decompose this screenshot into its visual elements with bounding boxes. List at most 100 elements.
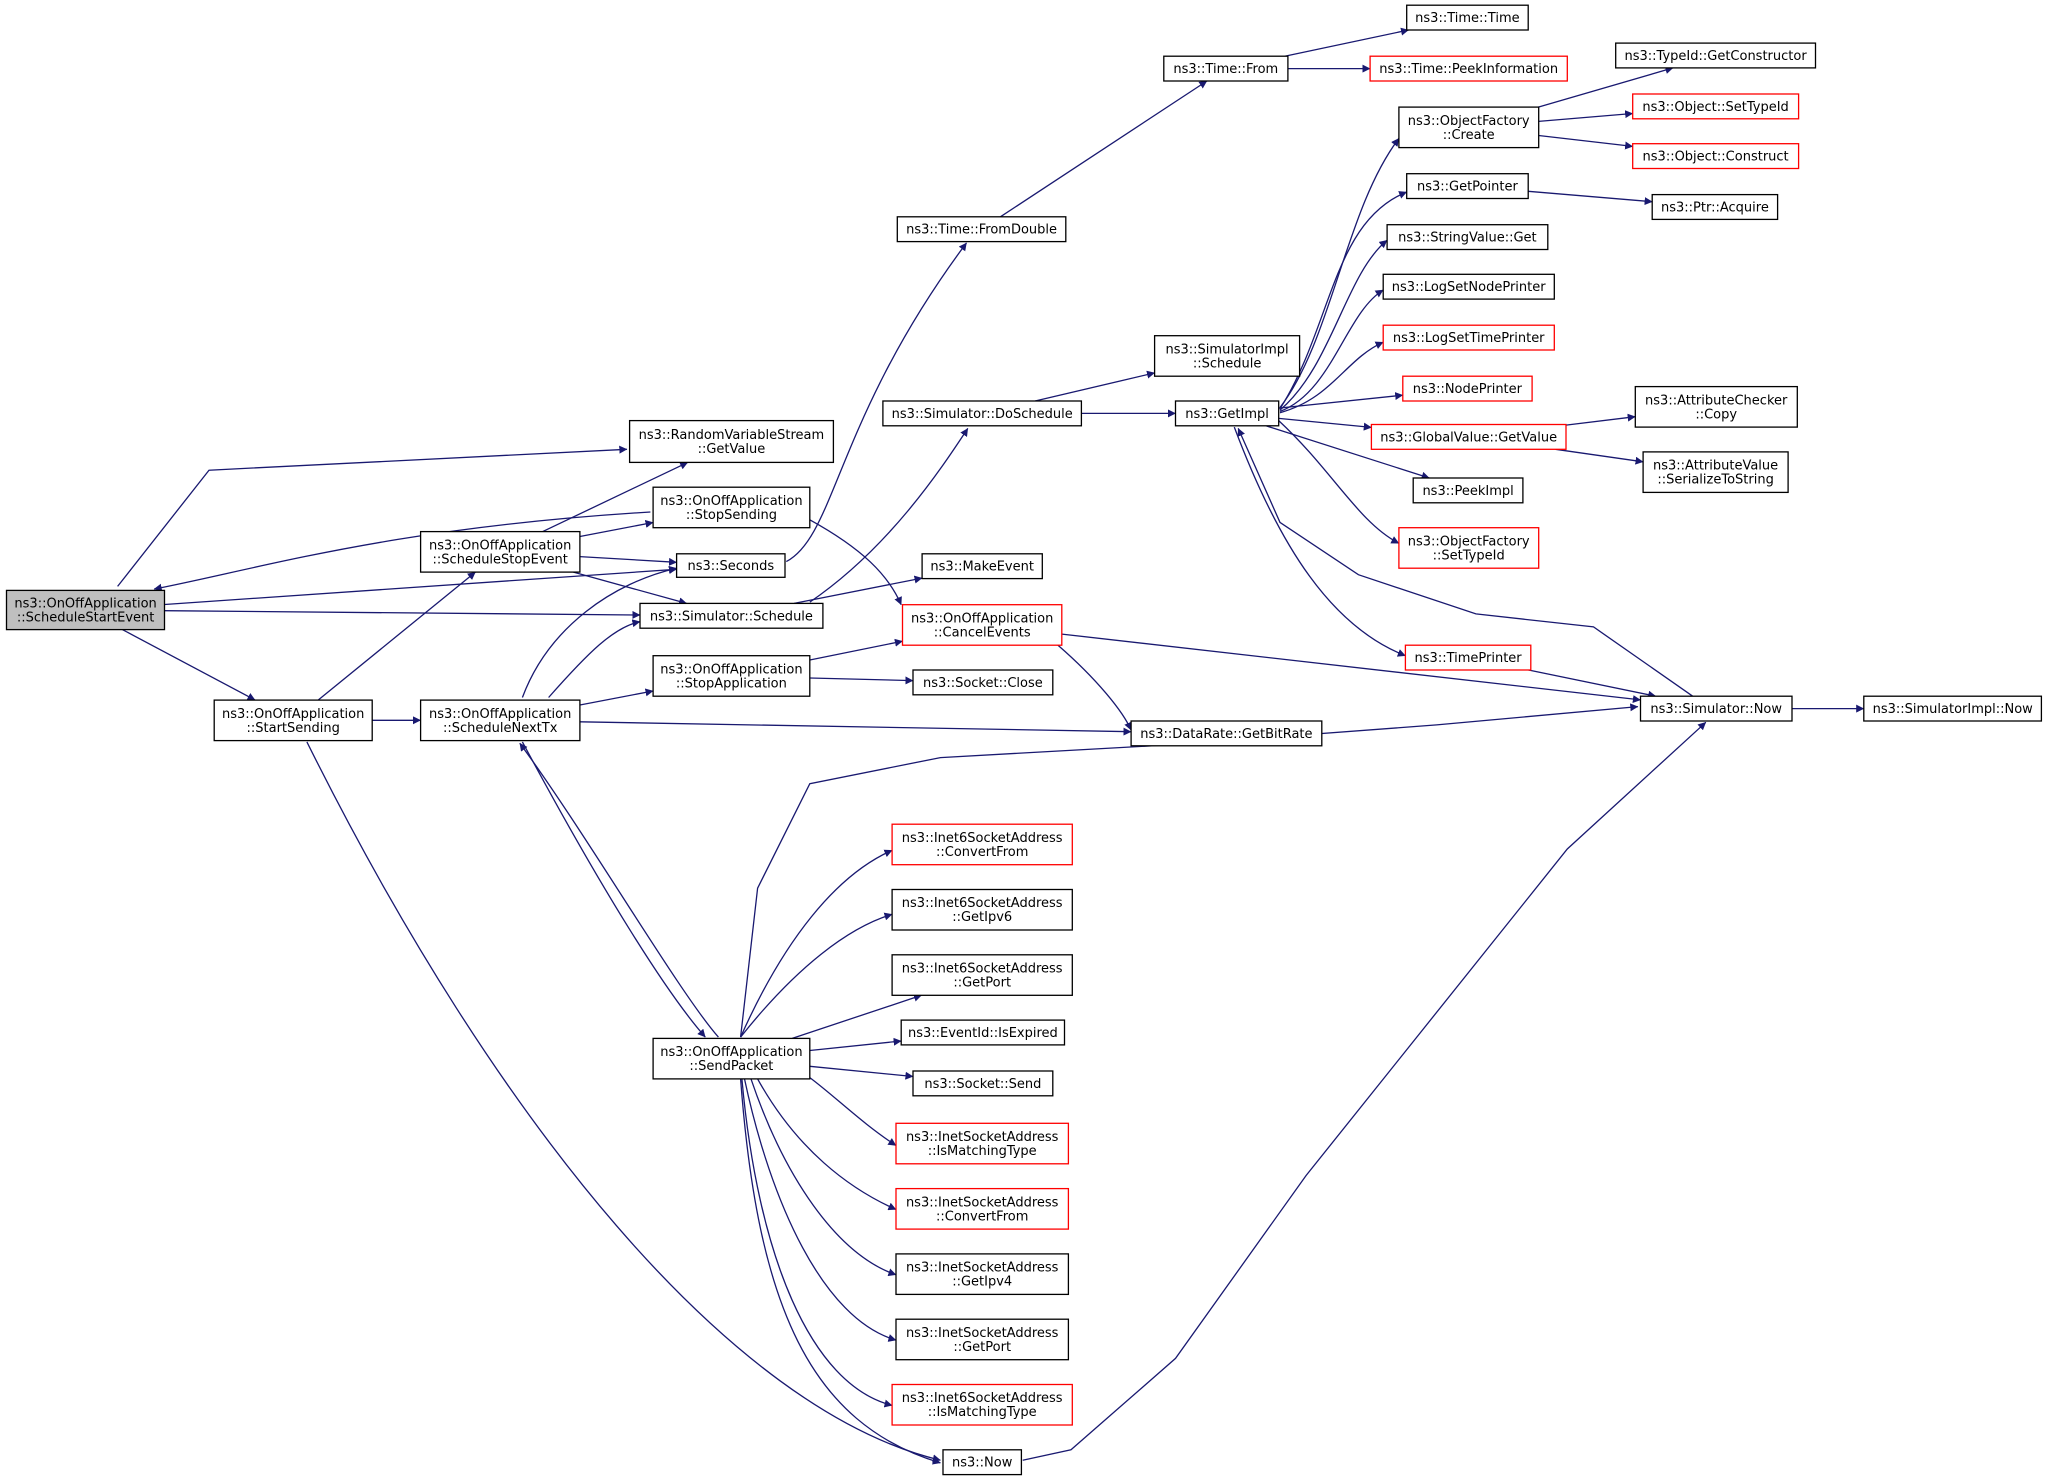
graph-node-sim-now[interactable]: ns3::Simulator::Now (1639, 695, 1793, 722)
node-box (652, 655, 811, 697)
node-box (891, 954, 1073, 996)
graph-node-attrvalue-serialize[interactable]: ns3::AttributeValue::SerializeToString (1642, 451, 1789, 494)
graph-node-root[interactable]: ns3::OnOffApplication::ScheduleStartEven… (5, 589, 166, 631)
node-label: ns3::TypeId::GetConstructor (1625, 49, 1808, 64)
node-label: ns3::Now (952, 1456, 1013, 1471)
graph-node-lognodeprinter[interactable]: ns3::LogSetNodePrinter (1382, 273, 1555, 300)
graph-node-inet-getport[interactable]: ns3::InetSocketAddress::GetPort (895, 1318, 1070, 1361)
call-edge-cancelevents-to-sim_now (1061, 633, 1641, 704)
node-box (1632, 93, 1800, 120)
graph-node-ns3-now[interactable]: ns3::Now (942, 1449, 1023, 1476)
node-box (912, 1070, 1054, 1097)
node-label: ns3::OnOffApplication (660, 1045, 802, 1060)
graph-node-makeevent[interactable]: ns3::MakeEvent (921, 553, 1043, 580)
graph-node-simimpl-schedule[interactable]: ns3::SimulatorImpl::Schedule (1153, 335, 1301, 377)
call-edge-sendpacket-to-socket_send (809, 1065, 914, 1080)
node-box (1406, 4, 1529, 31)
graph-node-stringvalue-get[interactable]: ns3::StringValue::Get (1386, 224, 1549, 251)
call-edge-schedulestopevent-to-rvs_getvalue (542, 461, 689, 533)
graph-node-time-peekinfo[interactable]: ns3::Time::PeekInformation (1369, 55, 1568, 82)
node-layer: ns3::OnOffApplication::ScheduleStartEven… (5, 4, 2043, 1476)
graph-node-inet-getipv4[interactable]: ns3::InetSocketAddress::GetIpv4 (895, 1253, 1070, 1296)
graph-node-object-construct[interactable]: ns3::Object::Construct (1632, 143, 1800, 170)
node-label: ns3::DataRate::GetBitRate (1140, 727, 1312, 742)
graph-node-sim-schedule[interactable]: ns3::Simulator::Schedule (639, 602, 824, 629)
graph-node-time-time[interactable]: ns3::Time::Time (1406, 4, 1529, 31)
node-box (921, 553, 1043, 580)
node-label: ns3::Object::Construct (1643, 150, 1789, 165)
graph-node-typeid-getconstructor[interactable]: ns3::TypeId::GetConstructor (1615, 42, 1817, 69)
node-label: ns3::TimePrinter (1415, 651, 1523, 666)
graph-node-ptr-acquire[interactable]: ns3::Ptr::Acquire (1651, 193, 1779, 221)
graph-node-inet-ismatching[interactable]: ns3::InetSocketAddress::IsMatchingType (895, 1122, 1070, 1165)
node-label: ns3::Time::From (1173, 62, 1278, 77)
node-box (1398, 527, 1540, 569)
call-edge-schedulenexttx-to-sim_schedule (548, 619, 641, 698)
node-label: ns3::PeekImpl (1422, 484, 1513, 499)
graph-node-inet6-getipv6[interactable]: ns3::Inet6SocketAddress::GetIpv6 (891, 888, 1073, 931)
graph-node-inet6-ismatching[interactable]: ns3::Inet6SocketAddress::IsMatchingType (891, 1383, 1073, 1426)
graph-node-getimpl[interactable]: ns3::GetImpl (1174, 400, 1280, 427)
graph-node-globalvalue-getvalue[interactable]: ns3::GlobalValue::GetValue (1370, 423, 1567, 450)
call-edge-schedulenexttx-to-seconds (521, 565, 677, 698)
graph-node-timeprinter[interactable]: ns3::TimePrinter (1404, 644, 1532, 671)
graph-node-cancelevents[interactable]: ns3::OnOffApplication::CancelEvents (901, 604, 1063, 646)
graph-node-attrchecker-copy[interactable]: ns3::AttributeChecker::Copy (1634, 385, 1798, 428)
graph-node-object-settypeid[interactable]: ns3::Object::SetTypeId (1632, 93, 1800, 120)
call-edge-schedulestopevent-to-stopsending (579, 519, 654, 538)
graph-node-time-from[interactable]: ns3::Time::From (1163, 55, 1289, 82)
call-edge-getimpl-to-timeprinter (1233, 426, 1406, 657)
node-label: ns3::Time::Time (1415, 11, 1519, 26)
graph-node-objfactory-create[interactable]: ns3::ObjectFactory::Create (1398, 106, 1540, 149)
call-edge-sim_schedule-to-makeevent (793, 575, 923, 605)
node-label: ns3::OnOffApplication (660, 662, 802, 677)
graph-node-simimpl-now[interactable]: ns3::SimulatorImpl::Now (1863, 695, 2043, 722)
node-label: ::StopSending (686, 508, 777, 523)
node-box (1615, 42, 1817, 69)
node-box (1639, 695, 1793, 722)
graph-node-seconds[interactable]: ns3::Seconds (675, 553, 786, 578)
node-box (675, 553, 786, 578)
graph-node-sendpacket[interactable]: ns3::OnOffApplication::SendPacket (652, 1037, 811, 1080)
graph-node-peekimpl[interactable]: ns3::PeekImpl (1412, 477, 1524, 504)
node-label: ::IsMatchingType (928, 1144, 1037, 1159)
graph-node-startsending[interactable]: ns3::OnOffApplication::StartSending (213, 699, 373, 742)
node-label: ::StopApplication (676, 676, 787, 691)
call-edge-schedulenexttx-to-datarate_getbitrate (579, 721, 1132, 736)
graph-node-inet6-convertfrom[interactable]: ns3::Inet6SocketAddress::ConvertFrom (891, 823, 1073, 866)
node-box (895, 1318, 1070, 1361)
graph-node-socket-close[interactable]: ns3::Socket::Close (912, 669, 1054, 696)
node-label: ns3::Inet6SocketAddress (902, 831, 1063, 846)
graph-node-inet-convertfrom[interactable]: ns3::InetSocketAddress::ConvertFrom (895, 1187, 1070, 1230)
graph-node-socket-send[interactable]: ns3::Socket::Send (912, 1070, 1054, 1097)
graph-node-nodeprinter[interactable]: ns3::NodePrinter (1402, 375, 1533, 402)
graph-node-datarate-getbitrate[interactable]: ns3::DataRate::GetBitRate (1130, 720, 1323, 747)
node-label: ns3::SimulatorImpl (1166, 342, 1289, 357)
graph-node-inet6-getport[interactable]: ns3::Inet6SocketAddress::GetPort (891, 954, 1073, 996)
graph-node-objfactory-settypeid[interactable]: ns3::ObjectFactory::SetTypeId (1398, 527, 1540, 569)
call-edge-schedulestopevent-to-sim_schedule (573, 571, 687, 606)
call-edge-objfactory_create-to-typeid_getconstructor (1538, 66, 1674, 108)
node-label: ns3::OnOffApplication (660, 494, 802, 509)
graph-node-stopsending[interactable]: ns3::OnOffApplication::StopSending (652, 486, 811, 529)
node-label: ns3::Ptr::Acquire (1661, 201, 1769, 216)
node-label: ::ScheduleNextTx (443, 721, 558, 736)
node-label: ns3::LogSetNodePrinter (1392, 280, 1546, 295)
graph-node-schedulenexttx[interactable]: ns3::OnOffApplication::ScheduleNextTx (419, 699, 581, 742)
call-edge-sim_doschedule-to-simimpl_schedule (1034, 370, 1155, 402)
graph-node-rvs-getvalue[interactable]: ns3::RandomVariableStream::GetValue (628, 419, 835, 464)
node-label: ns3::LogSetTimePrinter (1393, 331, 1545, 346)
graph-node-logtimeprinter[interactable]: ns3::LogSetTimePrinter (1382, 324, 1555, 351)
node-label: ::ScheduleStartEvent (17, 611, 155, 626)
node-label: ns3::Simulator::Now (1650, 702, 1782, 717)
graph-node-stopapplication[interactable]: ns3::OnOffApplication::StopApplication (652, 655, 811, 697)
node-box (1370, 423, 1567, 450)
graph-node-sim-doschedule[interactable]: ns3::Simulator::DoSchedule (882, 400, 1083, 427)
graph-node-schedulestopevent[interactable]: ns3::OnOffApplication::ScheduleStopEvent (419, 530, 581, 573)
graph-node-time-fromdouble[interactable]: ns3::Time::FromDouble (896, 216, 1067, 243)
graph-node-eventid-isexpired[interactable]: ns3::EventId::IsExpired (900, 1019, 1066, 1046)
graph-node-getpointer[interactable]: ns3::GetPointer (1406, 173, 1529, 200)
node-label: ns3::ObjectFactory (1408, 534, 1530, 549)
node-label: ns3::Inet6SocketAddress (902, 896, 1063, 911)
